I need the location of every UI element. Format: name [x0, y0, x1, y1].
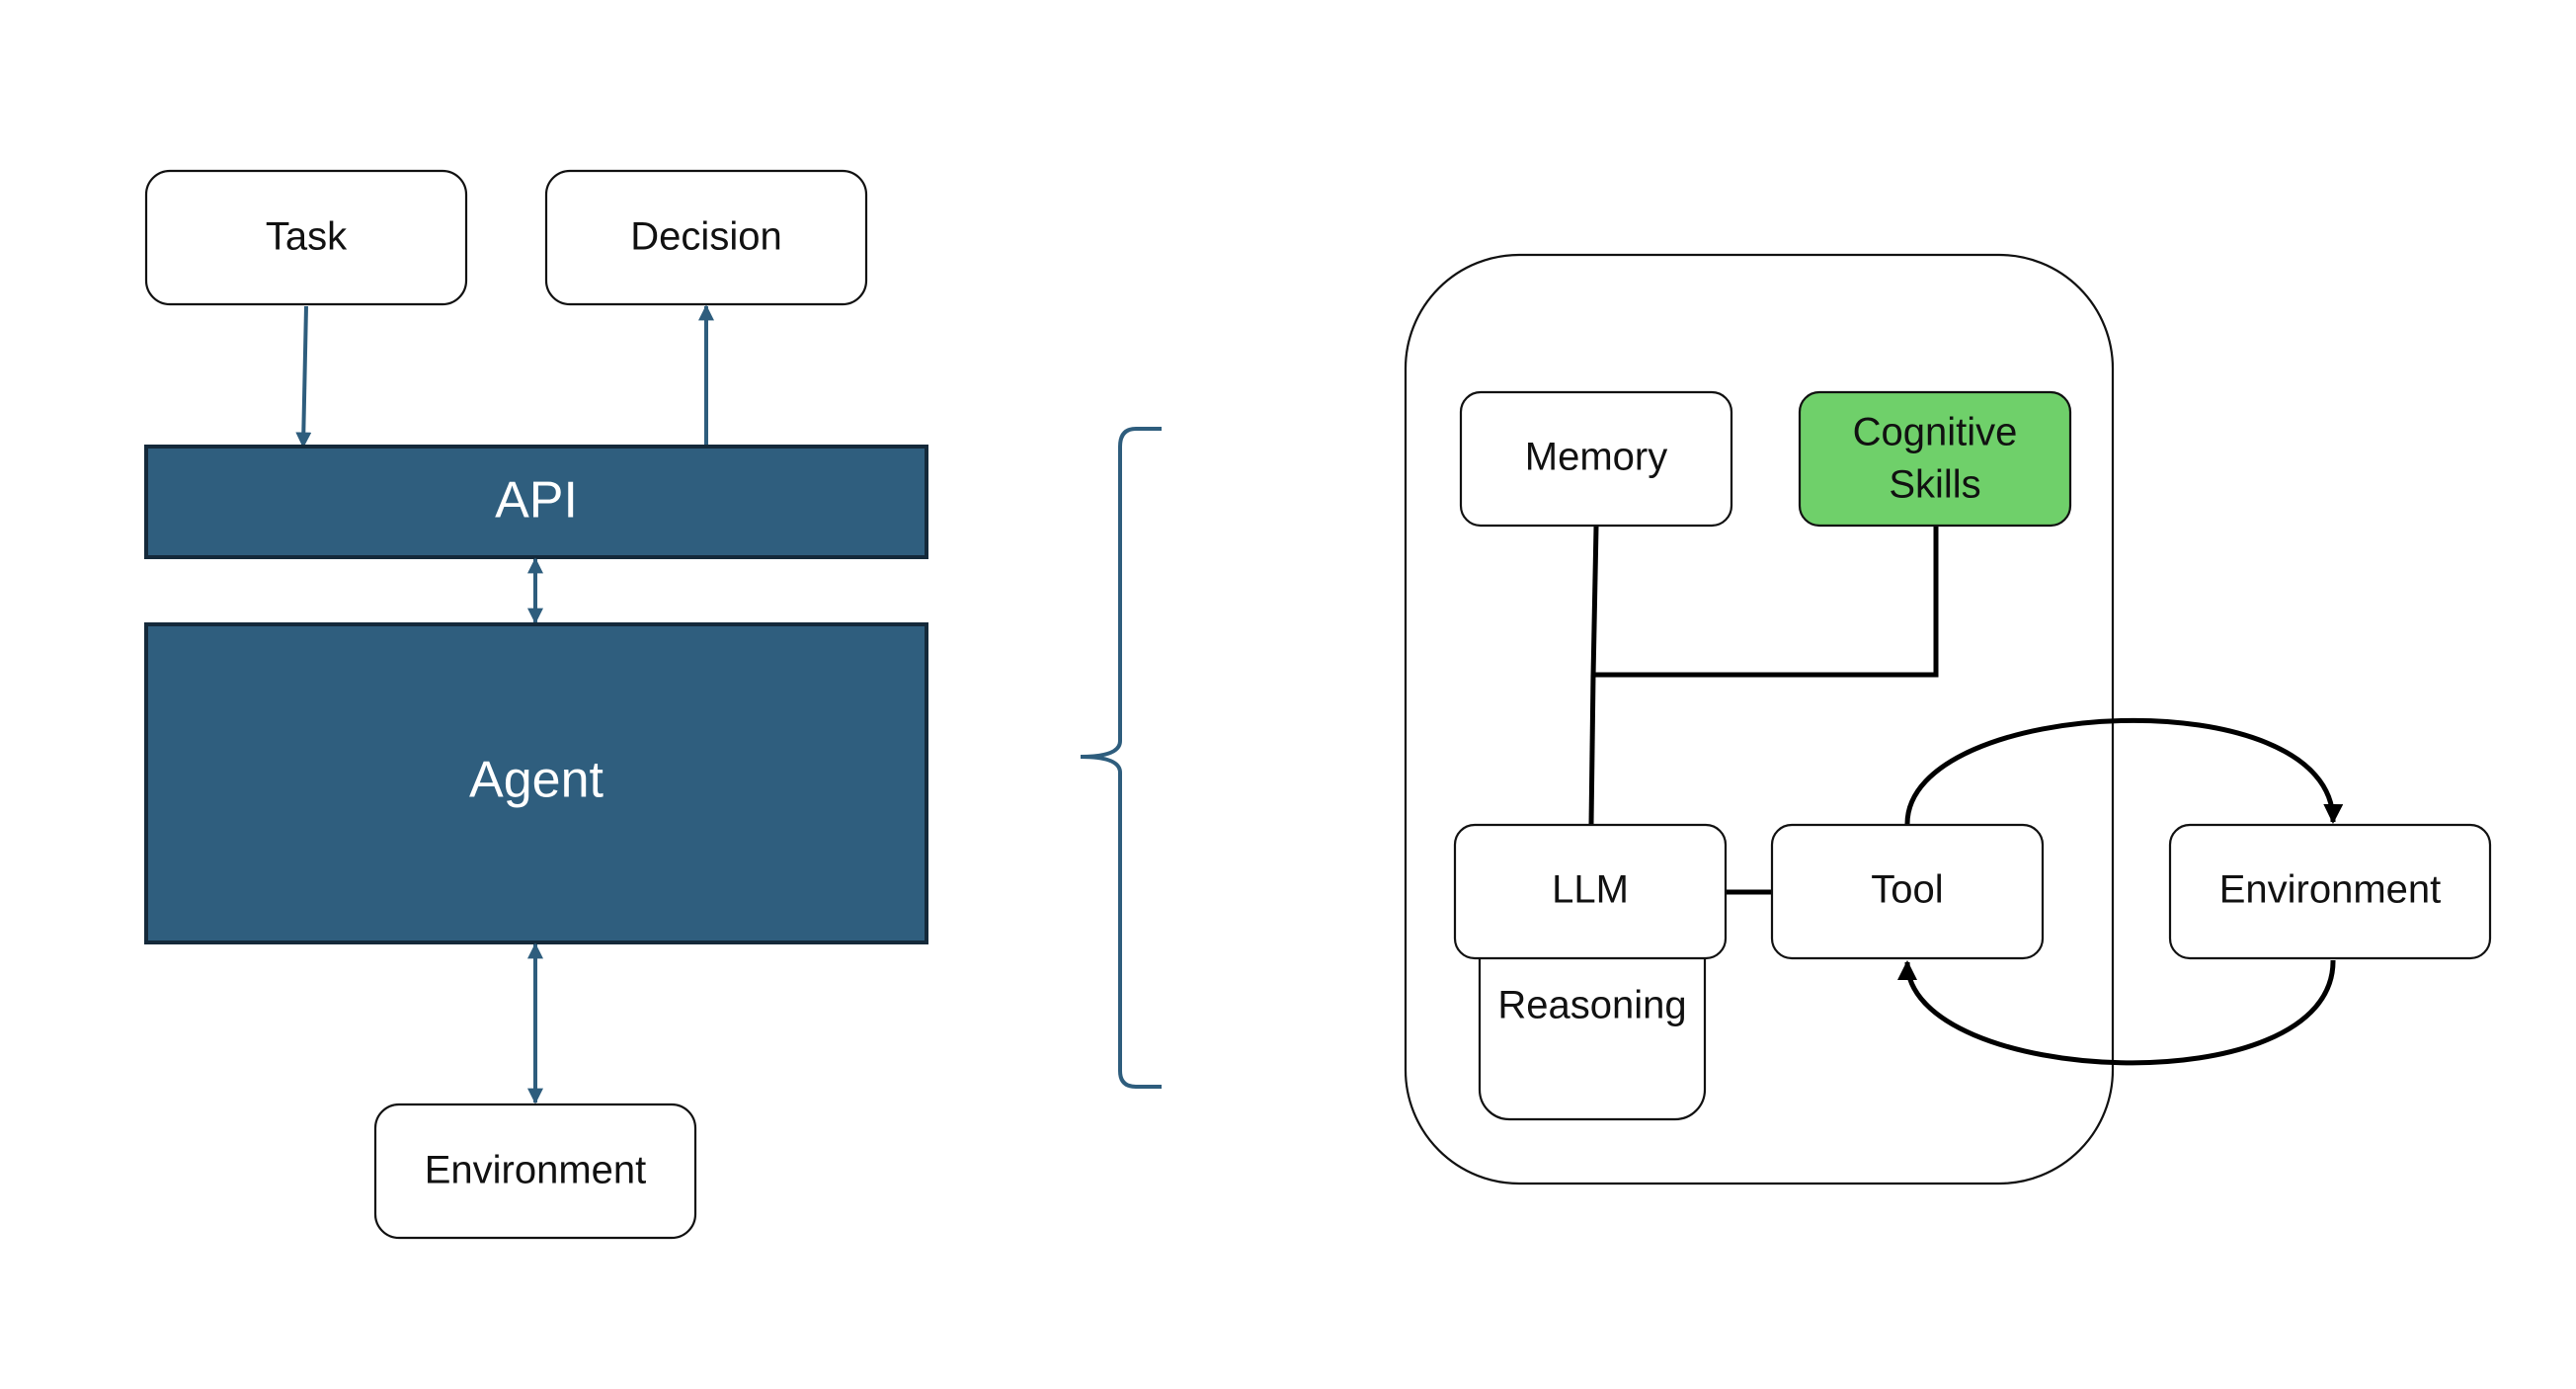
agent-block: Agent — [144, 622, 928, 944]
cognitive-skills-connector — [1593, 527, 1939, 678]
curly-brace — [1080, 427, 1162, 1089]
cognitive-skills-label-line1: Cognitive — [1853, 411, 2018, 454]
reasoning-box: Reasoning — [1478, 922, 1707, 1121]
right-panel: Memory Cognitive Skills Reasoning LLM To… — [1404, 253, 2492, 1185]
cognitive-skills-box: Cognitive Skills — [1798, 390, 2072, 528]
llm-connector — [1588, 674, 1596, 825]
environment-to-tool-arc — [1897, 959, 2336, 1066]
environment-box-right: Environment — [2168, 823, 2492, 960]
task-to-api-arrow — [295, 305, 312, 449]
reasoning-label: Reasoning — [1497, 984, 1686, 1027]
decision-label: Decision — [630, 215, 781, 259]
decision-box: Decision — [544, 169, 868, 306]
memory-box: Memory — [1459, 390, 1733, 528]
left-panel: Task Decision API Agent Environment — [144, 169, 928, 1240]
tool-label: Tool — [1871, 868, 1943, 912]
api-block: API — [144, 445, 928, 559]
memory-connector — [1590, 526, 1599, 678]
task-box: Task — [144, 169, 468, 306]
llm-label: LLM — [1552, 868, 1629, 912]
agent-label: Agent — [469, 752, 604, 809]
tool-to-environment-arc — [1904, 717, 2344, 825]
llm-box: LLM — [1453, 823, 1728, 960]
environment-label-left: Environment — [425, 1149, 647, 1192]
environment-label-right: Environment — [2219, 868, 2442, 912]
memory-label: Memory — [1525, 436, 1667, 479]
tool-box: Tool — [1770, 823, 2045, 960]
cognitive-skills-label-line2: Skills — [1889, 463, 1980, 507]
task-label: Task — [266, 215, 348, 259]
environment-box-left: Environment — [373, 1103, 697, 1240]
api-label: API — [495, 472, 578, 530]
